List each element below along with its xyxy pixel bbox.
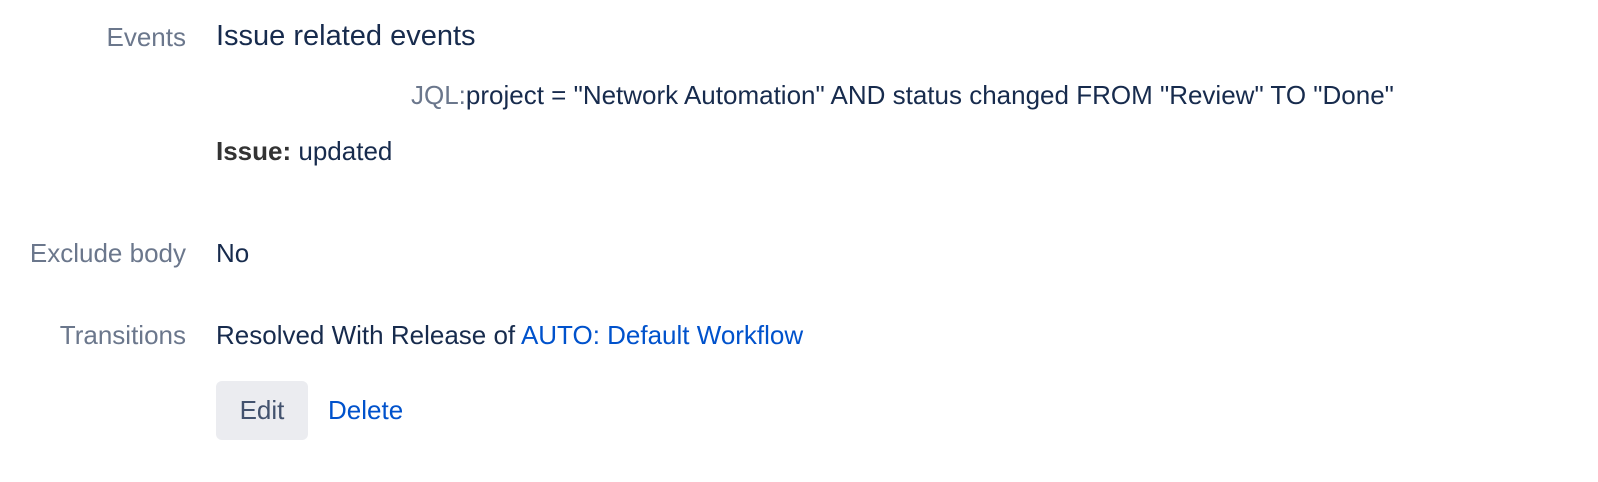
events-label: Events bbox=[106, 22, 187, 52]
jql-key: JQL: bbox=[411, 80, 466, 110]
exclude-body-value: No bbox=[216, 238, 250, 268]
transitions-text: Resolved With Release of bbox=[216, 320, 516, 350]
transitions-value: Resolved With Release of AUTO: Default W… bbox=[216, 320, 803, 351]
jql-query: project = "Network Automation" AND statu… bbox=[465, 80, 1394, 110]
edit-button[interactable]: Edit bbox=[216, 381, 308, 440]
delete-link[interactable]: Delete bbox=[328, 395, 404, 425]
transitions-label: Transitions bbox=[59, 320, 186, 350]
jql-line: JQL:project = "Network Automation" AND s… bbox=[411, 80, 1394, 111]
workflow-link[interactable]: AUTO: Default Workflow bbox=[520, 320, 804, 350]
issue-event-line: Issue: updated bbox=[216, 136, 392, 167]
events-title: Issue related events bbox=[216, 20, 476, 52]
exclude-body-label: Exclude body bbox=[29, 238, 186, 268]
issue-key: Issue: bbox=[216, 136, 292, 166]
issue-value: updated bbox=[298, 136, 393, 166]
